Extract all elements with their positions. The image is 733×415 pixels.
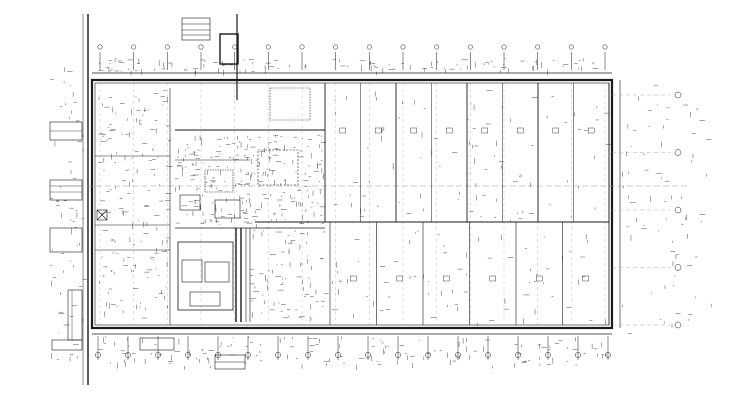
top-notes-block bbox=[181, 14, 239, 100]
grid-bubble-top bbox=[198, 44, 204, 50]
bay-unit-marker bbox=[410, 127, 417, 134]
grid-bubble-bottom bbox=[605, 352, 611, 358]
bay-unit-marker bbox=[375, 127, 382, 134]
fine-detail-marks bbox=[50, 58, 712, 371]
grid-bubble-bottom bbox=[575, 352, 581, 358]
column-grid bbox=[60, 44, 690, 360]
bay-unit-marker bbox=[489, 275, 496, 282]
bay-unit-marker bbox=[582, 275, 589, 282]
bay-unit-marker bbox=[443, 275, 450, 282]
grid-bubble-bottom bbox=[305, 352, 311, 358]
grid-bubble-top bbox=[265, 44, 271, 50]
grid-bubble-top bbox=[568, 44, 574, 50]
grid-bubble-top bbox=[333, 44, 339, 50]
grid-bubble-top bbox=[602, 44, 608, 50]
grid-bubble-bottom bbox=[155, 352, 161, 358]
grid-bubble-bottom bbox=[425, 352, 431, 358]
bay-partitions bbox=[255, 83, 610, 325]
bay-unit-marker bbox=[446, 127, 453, 134]
bay-unit-marker bbox=[481, 127, 488, 134]
grid-bubble-top bbox=[299, 44, 305, 50]
bay-unit-marker bbox=[536, 275, 543, 282]
grid-bubble-bottom bbox=[335, 352, 341, 358]
grid-bubble-bottom bbox=[365, 352, 371, 358]
bottom-callouts bbox=[51, 337, 246, 370]
grid-bubble-top bbox=[131, 44, 137, 50]
grid-bubble-right bbox=[674, 206, 682, 214]
building-outline bbox=[90, 72, 621, 335]
bay-unit-marker bbox=[350, 275, 357, 282]
grid-bubble-bottom bbox=[395, 352, 401, 358]
grid-bubble-bottom bbox=[515, 352, 521, 358]
grid-bubble-top bbox=[400, 44, 406, 50]
bay-unit-marker bbox=[588, 127, 595, 134]
grid-bubble-top bbox=[501, 44, 507, 50]
grid-bubble-top bbox=[232, 44, 238, 50]
grid-bubble-bottom bbox=[545, 352, 551, 358]
grid-bubble-bottom bbox=[185, 352, 191, 358]
bay-unit-marker bbox=[517, 127, 524, 134]
grid-bubble-right bbox=[674, 321, 682, 329]
grid-bubble-bottom bbox=[245, 352, 251, 358]
grid-bubble-top bbox=[434, 44, 440, 50]
grid-bubble-top bbox=[97, 44, 103, 50]
grid-bubble-bottom bbox=[95, 352, 101, 358]
grid-bubble-bottom bbox=[455, 352, 461, 358]
grid-bubble-bottom bbox=[275, 352, 281, 358]
grid-bubble-right bbox=[674, 91, 682, 99]
grid-bubble-top bbox=[164, 44, 170, 50]
grid-bubble-right bbox=[674, 149, 682, 156]
grid-bubble-bottom bbox=[125, 352, 131, 358]
left-edge-strip bbox=[49, 14, 89, 385]
bay-unit-marker bbox=[339, 127, 346, 134]
grid-bubble-right bbox=[674, 264, 682, 271]
grid-bubble-top bbox=[467, 44, 473, 50]
grid-bubble-top bbox=[366, 44, 372, 50]
bay-unit-marker bbox=[396, 275, 403, 282]
bay-unit-marker bbox=[552, 127, 559, 134]
office-core-detail bbox=[95, 87, 325, 325]
grid-bubble-top bbox=[535, 44, 541, 50]
grid-bubble-bottom bbox=[485, 352, 491, 358]
